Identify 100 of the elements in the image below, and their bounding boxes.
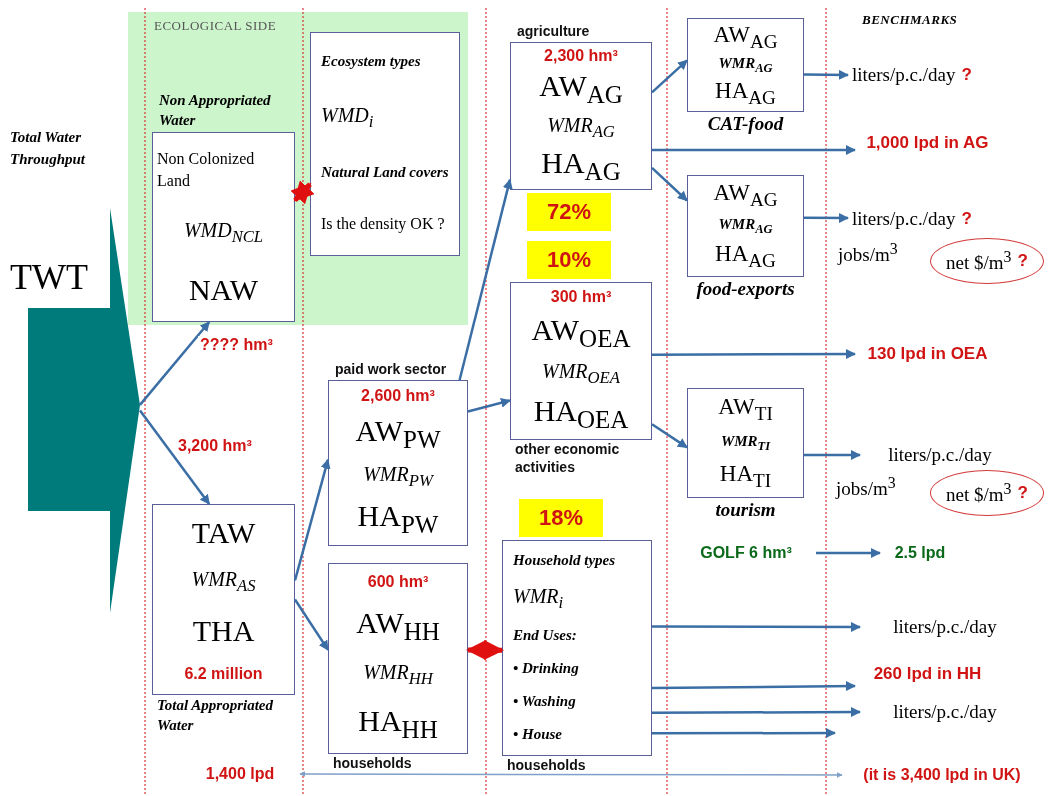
heading: Total Water Throughput bbox=[10, 128, 87, 169]
sector-label: households bbox=[507, 757, 587, 775]
symbol-label: HA$_{AG}$ bbox=[541, 145, 621, 185]
unit-label: liters/p.c./day bbox=[893, 616, 997, 638]
symbol-label: HA$_{OEA}$ bbox=[533, 394, 629, 434]
arrow bbox=[804, 450, 861, 460]
arrow bbox=[652, 728, 836, 738]
question-mark: ? bbox=[1017, 483, 1028, 503]
sector-label: agriculture bbox=[517, 22, 591, 40]
unit-label: liters/p.c./day bbox=[893, 701, 997, 723]
unit-label: jobs/m$^{3}$ bbox=[838, 240, 898, 267]
arrow bbox=[652, 681, 856, 692]
symbol-label: WMD$_{i}$ bbox=[321, 102, 374, 132]
symbol-label: TAW bbox=[191, 516, 256, 549]
symbol-label: NAW bbox=[188, 273, 259, 307]
arrow bbox=[652, 349, 856, 360]
symbol-label: AW$_{HH}$ bbox=[356, 606, 440, 646]
value-label: (it is 3,400 lpd in UK) bbox=[863, 766, 1021, 784]
question-mark: ? bbox=[961, 209, 972, 229]
ecological-side-band bbox=[128, 12, 468, 325]
arrow bbox=[293, 598, 330, 651]
heading: End Uses: bbox=[513, 625, 577, 645]
value-label: 300 hm³ bbox=[550, 288, 612, 307]
arrow bbox=[466, 640, 504, 661]
arrow bbox=[804, 213, 849, 224]
arrow bbox=[651, 423, 688, 449]
text-label: Non Colonized Land bbox=[157, 148, 256, 192]
arrow bbox=[139, 409, 211, 505]
symbol-label: WMR$_{i}$ bbox=[513, 583, 564, 613]
symbol-label: WMR$_{TI}$ bbox=[720, 432, 771, 454]
heading: Household types bbox=[513, 551, 616, 571]
heading: Ecosystem types bbox=[321, 52, 421, 72]
symbol-label: AW$_{AG}$ bbox=[713, 22, 778, 52]
sector-label: households bbox=[333, 755, 413, 773]
value-label: 1,400 lpd bbox=[205, 765, 275, 783]
benchmark-value: 1,000 lpd in AG bbox=[866, 132, 989, 154]
symbol-label: HA$_{AG}$ bbox=[715, 78, 776, 108]
question-mark: ? bbox=[961, 65, 972, 85]
benchmark-value: 130 lpd in OEA bbox=[867, 343, 988, 365]
arrow bbox=[293, 458, 331, 581]
arrow bbox=[139, 321, 211, 406]
symbol-label: AW$_{TI}$ bbox=[718, 395, 773, 424]
sub-sector-label: CAT-food bbox=[706, 113, 785, 135]
list-item: • Washing bbox=[513, 692, 576, 712]
value-label: 6.2 million bbox=[184, 665, 263, 683]
sub-sector-label: food-exports bbox=[695, 278, 796, 300]
symbol-label: HA$_{TI}$ bbox=[719, 461, 772, 491]
symbol-label: WMR$_{AG}$ bbox=[718, 215, 773, 237]
symbol-label: AW$_{PW}$ bbox=[355, 413, 441, 454]
value-label: GOLF 6 hm³ bbox=[700, 544, 792, 562]
percentage-badge: 18% bbox=[519, 499, 603, 537]
value-label: 2.5 lpd bbox=[894, 544, 946, 562]
text-label: Is the density OK ? bbox=[321, 214, 445, 235]
unit-label: net $/m$^{3}$ bbox=[946, 247, 1012, 275]
symbol-label: WMR$_{AS}$ bbox=[191, 567, 256, 596]
symbol-label: AW$_{AG}$ bbox=[713, 180, 778, 210]
value-label: 600 hm³ bbox=[367, 573, 429, 592]
column-heading: BENCHMARKS bbox=[862, 12, 958, 28]
symbol-label: HA$_{AG}$ bbox=[715, 242, 776, 272]
value-label: 2,600 hm³ bbox=[361, 387, 435, 406]
question-mark: ? bbox=[1017, 251, 1028, 271]
arrow bbox=[458, 178, 513, 381]
symbol-label: AW$_{AG}$ bbox=[539, 69, 623, 109]
arrow bbox=[804, 69, 849, 80]
arrow bbox=[467, 397, 511, 413]
arrow bbox=[290, 180, 315, 205]
list-item: • House bbox=[513, 725, 562, 745]
symbol-label: AW$_{OEA}$ bbox=[531, 312, 631, 353]
unit-label: liters/p.c./day bbox=[852, 208, 956, 230]
heading: Total Appropriated Water bbox=[157, 696, 274, 735]
arrow bbox=[652, 621, 861, 632]
symbol-label: HA$_{PW}$ bbox=[357, 499, 439, 539]
value-label: 2,300 hm³ bbox=[544, 47, 618, 65]
arrow bbox=[299, 771, 843, 778]
symbol-label: WMD$_{NCL}$ bbox=[183, 218, 264, 248]
unit-label: jobs/m$^{3}$ bbox=[836, 474, 896, 501]
benchmark-value: 260 lpd in HH bbox=[873, 663, 982, 685]
sub-sector-label: tourism bbox=[714, 499, 777, 521]
symbol-label: WMR$_{PW}$ bbox=[363, 461, 433, 491]
heading: Non Appropriated Water bbox=[159, 91, 272, 130]
arrow bbox=[652, 707, 861, 718]
section-title: ECOLOGICAL SIDE bbox=[154, 18, 277, 35]
sector-label: paid work sector bbox=[335, 360, 448, 378]
symbol-label: WMR$_{OEA}$ bbox=[542, 358, 620, 388]
symbol-label: TWT bbox=[10, 256, 88, 298]
symbol-label: HA$_{HH}$ bbox=[358, 704, 438, 744]
sector-label: other economic activities bbox=[515, 441, 621, 476]
sector-box bbox=[310, 32, 460, 256]
symbol-label: WMR$_{AG}$ bbox=[547, 112, 615, 142]
heading: Natural Land covers bbox=[321, 162, 449, 182]
arrow bbox=[652, 145, 856, 155]
arrow bbox=[816, 548, 881, 558]
percentage-badge: 72% bbox=[527, 193, 611, 231]
symbol-label: WMR$_{AG}$ bbox=[718, 54, 773, 76]
list-item: • Drinking bbox=[513, 659, 579, 679]
unit-label: net $/m$^{3}$ bbox=[946, 479, 1012, 507]
arrow bbox=[651, 166, 688, 202]
unit-label: liters/p.c./day bbox=[888, 444, 992, 466]
unit-label: liters/p.c./day bbox=[852, 64, 956, 86]
edge-label: 3,200 hm³ bbox=[176, 437, 254, 455]
